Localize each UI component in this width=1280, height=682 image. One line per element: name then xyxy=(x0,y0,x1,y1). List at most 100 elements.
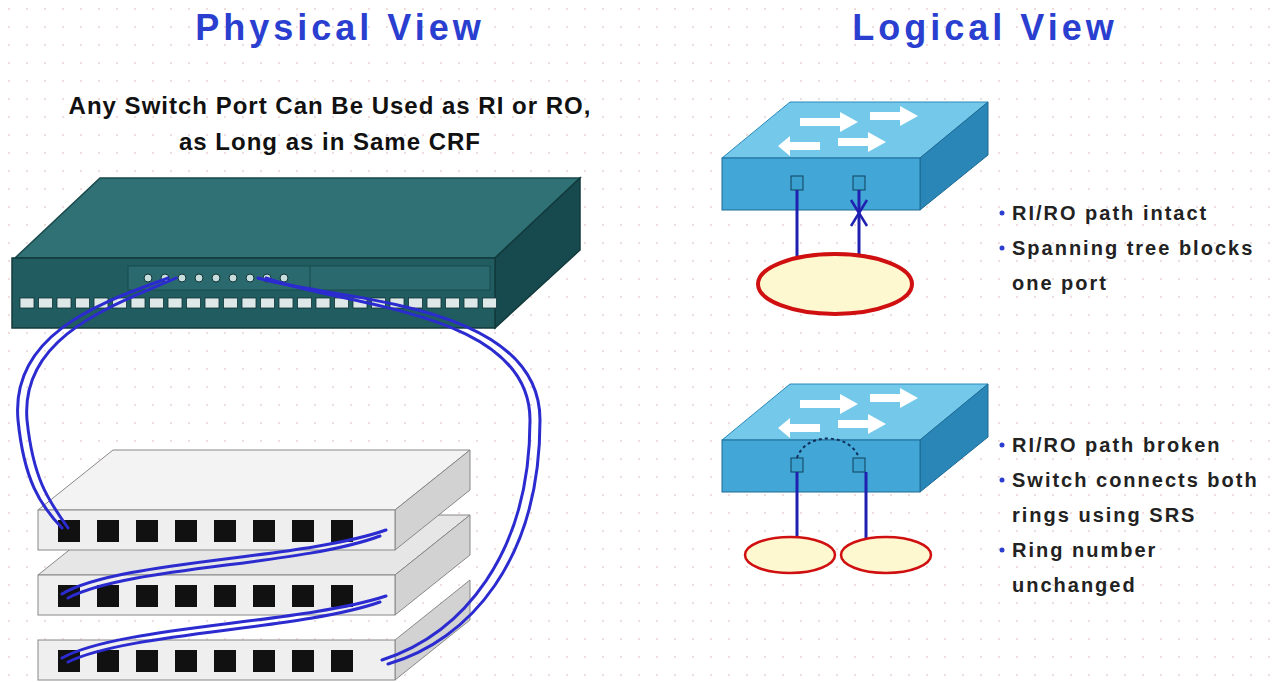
logical-switch-intact xyxy=(758,254,912,314)
chassis-switch xyxy=(39,298,53,308)
hub-stack xyxy=(292,650,314,672)
hub-stack xyxy=(175,520,197,542)
hub-stack xyxy=(175,585,197,607)
ring-cables xyxy=(27,278,176,528)
hub-stack xyxy=(136,650,158,672)
chassis-switch xyxy=(168,298,182,308)
hub-1 xyxy=(38,510,395,550)
logical-switch-intact xyxy=(722,158,920,210)
bullet-dot xyxy=(1000,548,1005,553)
hub-stack xyxy=(136,520,158,542)
ring-cables xyxy=(18,278,540,664)
logical-switch-intact xyxy=(853,176,865,190)
logical-switch-broken xyxy=(778,388,918,438)
chassis-switch xyxy=(187,298,201,308)
hub-stack xyxy=(331,585,353,607)
chassis-switch xyxy=(212,274,220,282)
logical-switch-broken xyxy=(920,384,988,492)
logical-switch-intact xyxy=(851,200,867,226)
chassis-switch xyxy=(224,298,238,308)
logical-switch-intact xyxy=(858,190,861,258)
logical-switch-intact xyxy=(791,176,803,190)
bullet-dot xyxy=(1000,443,1005,448)
ring-cables xyxy=(258,278,540,664)
logical-switch-intact xyxy=(870,106,918,126)
chassis-switch xyxy=(76,298,90,308)
chassis-switch xyxy=(409,298,423,308)
chassis-switch xyxy=(20,298,497,308)
logical-switch-broken xyxy=(745,537,835,573)
chassis-switch xyxy=(298,298,312,308)
chassis-switch xyxy=(144,274,152,282)
chassis-switch xyxy=(483,298,497,308)
logical-switch-broken xyxy=(865,472,868,538)
hub-stack xyxy=(97,585,119,607)
chassis-switch xyxy=(446,298,460,308)
bullet-note: Switch connects both rings using SRS xyxy=(1012,463,1274,533)
hub-stack xyxy=(136,585,158,607)
ring-cables xyxy=(68,602,380,662)
chassis-switch xyxy=(15,178,580,258)
chassis-switch xyxy=(279,298,293,308)
logical-switch-broken xyxy=(841,537,931,573)
logical-switch-broken xyxy=(838,414,886,434)
ring-cables xyxy=(68,536,380,598)
chassis-switch xyxy=(229,274,237,282)
logical-switch-broken xyxy=(778,418,820,438)
logical-switch-intact xyxy=(851,200,867,226)
hub-1 xyxy=(395,450,470,550)
chassis-switch xyxy=(150,298,164,308)
logical-switch-intact xyxy=(778,106,918,156)
chassis-switch xyxy=(242,298,256,308)
chassis-switch xyxy=(310,266,311,290)
hub-stack xyxy=(214,585,236,607)
logical-switch-intact xyxy=(796,190,799,260)
chassis-switch xyxy=(57,298,71,308)
hub-stack xyxy=(253,520,275,542)
hub-1 xyxy=(38,450,470,550)
bullet-note: RI/RO path intact xyxy=(1012,196,1274,231)
port-note: Any Switch Port Can Be Used as RI or RO,… xyxy=(60,88,600,160)
logical-switch-intact xyxy=(838,132,886,152)
logical-switch-intact xyxy=(778,136,820,156)
bullet-dot xyxy=(1000,211,1005,216)
chassis-switch xyxy=(280,274,288,282)
hub-stack xyxy=(214,650,236,672)
chassis-switch xyxy=(495,178,580,328)
hub-stack xyxy=(253,585,275,607)
logical-switch-broken xyxy=(722,384,988,573)
hub-stack xyxy=(292,520,314,542)
chassis-switch xyxy=(246,274,254,282)
chassis-switch xyxy=(427,298,441,308)
bullet-note: RI/RO path broken xyxy=(1012,428,1274,463)
hub-stack xyxy=(253,650,275,672)
hub-stack xyxy=(292,585,314,607)
logical-switch-intact xyxy=(920,102,988,210)
logical-switch-broken xyxy=(800,394,858,414)
hub-stack xyxy=(58,520,80,542)
hub-stack xyxy=(97,650,119,672)
logical-switch-broken xyxy=(853,458,865,472)
hub-stack xyxy=(175,650,197,672)
logical-switch-broken xyxy=(870,388,918,408)
chassis-switch xyxy=(178,274,186,282)
chassis-switch xyxy=(20,298,34,308)
chassis-switch xyxy=(464,298,478,308)
view-heading: Logical View xyxy=(775,6,1195,50)
chassis-switch xyxy=(205,298,219,308)
chassis-switch xyxy=(128,266,490,290)
hub-stack xyxy=(214,520,236,542)
logical-switch-intact xyxy=(722,102,988,314)
hub-stack xyxy=(38,450,470,680)
bullet-note: Ring number unchanged xyxy=(1012,533,1274,603)
chassis-switch xyxy=(195,274,203,282)
logical-switch-broken xyxy=(796,472,799,538)
hub-stack xyxy=(97,520,119,542)
chassis-switch xyxy=(316,298,330,308)
view-heading: Physical View xyxy=(130,6,550,50)
chassis-switch xyxy=(131,298,145,308)
logical-switch-broken xyxy=(722,440,920,492)
logical-switch-broken xyxy=(791,458,803,472)
